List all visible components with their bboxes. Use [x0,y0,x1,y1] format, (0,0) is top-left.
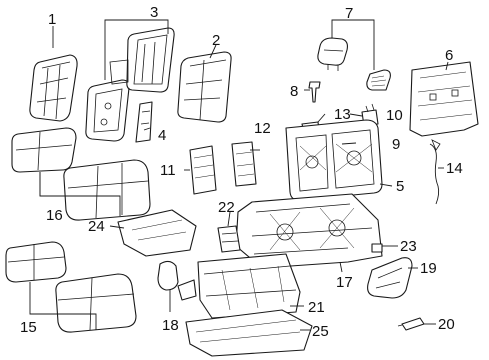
part-25-floor-pan [185,309,313,357]
part-18-side-piece [157,260,197,301]
callout-15: 15 [20,319,37,336]
callout-18: 18 [162,317,179,334]
callout-10: 10 [386,107,403,124]
callout-3: 3 [150,4,158,21]
callout-23: 23 [400,238,417,255]
callout-22: 22 [218,199,235,216]
part-7-headrest-left [317,37,348,71]
part-15-seat-cushion-right [55,273,137,333]
part-21-lower-frame [197,253,301,319]
callout-2: 2 [212,32,220,49]
callout-16: 16 [46,207,63,224]
callout-12: 12 [254,120,271,137]
part-4-side-trim [135,101,153,143]
callout-11: 11 [160,162,176,179]
callout-6: 6 [445,47,453,64]
part-12-cushion-pad [231,141,257,187]
part-14-cable [429,139,441,205]
part-5-back-frame-assembly [285,119,383,201]
leader-lines [29,19,449,331]
callout-21: 21 [308,299,325,316]
part-20-latch [397,317,425,331]
part-22-bracket [217,225,241,253]
part-24-tray [117,209,197,257]
part-2-seatback [177,51,232,123]
callout-25: 25 [312,323,329,340]
part-1-seatback-cushion [29,54,78,122]
part-23-hook [371,243,383,253]
part-8-guide [308,81,321,103]
part-3-back-frame-right [109,27,175,93]
part-6-back-panel [409,61,479,137]
callout-19: 19 [420,260,437,277]
callout-9: 9 [392,136,400,153]
part-3-back-frame-left [85,79,130,142]
callout-17: 17 [336,274,353,291]
part-7-headrest-right [366,69,391,91]
callout-13: 13 [334,106,351,123]
part-16-seat-cushion-left [11,127,77,173]
callout-7: 7 [345,5,353,22]
part-17-seat-frame [235,193,383,269]
part-19-side-cover [367,257,413,299]
callout-20: 20 [438,316,455,333]
callout-24: 24 [88,218,105,235]
part-11-cushion-pad [189,145,217,195]
callout-4: 4 [158,127,166,144]
part-15-seat-cushion-left [5,241,67,283]
callout-5: 5 [396,178,404,195]
callout-14: 14 [446,160,463,177]
callout-labels: 1 3 2 7 6 8 10 13 9 4 12 11 14 5 16 22 2… [20,4,463,340]
callout-8: 8 [290,83,298,100]
callout-1: 1 [48,11,56,28]
part-16-seat-cushion-right [63,159,151,221]
